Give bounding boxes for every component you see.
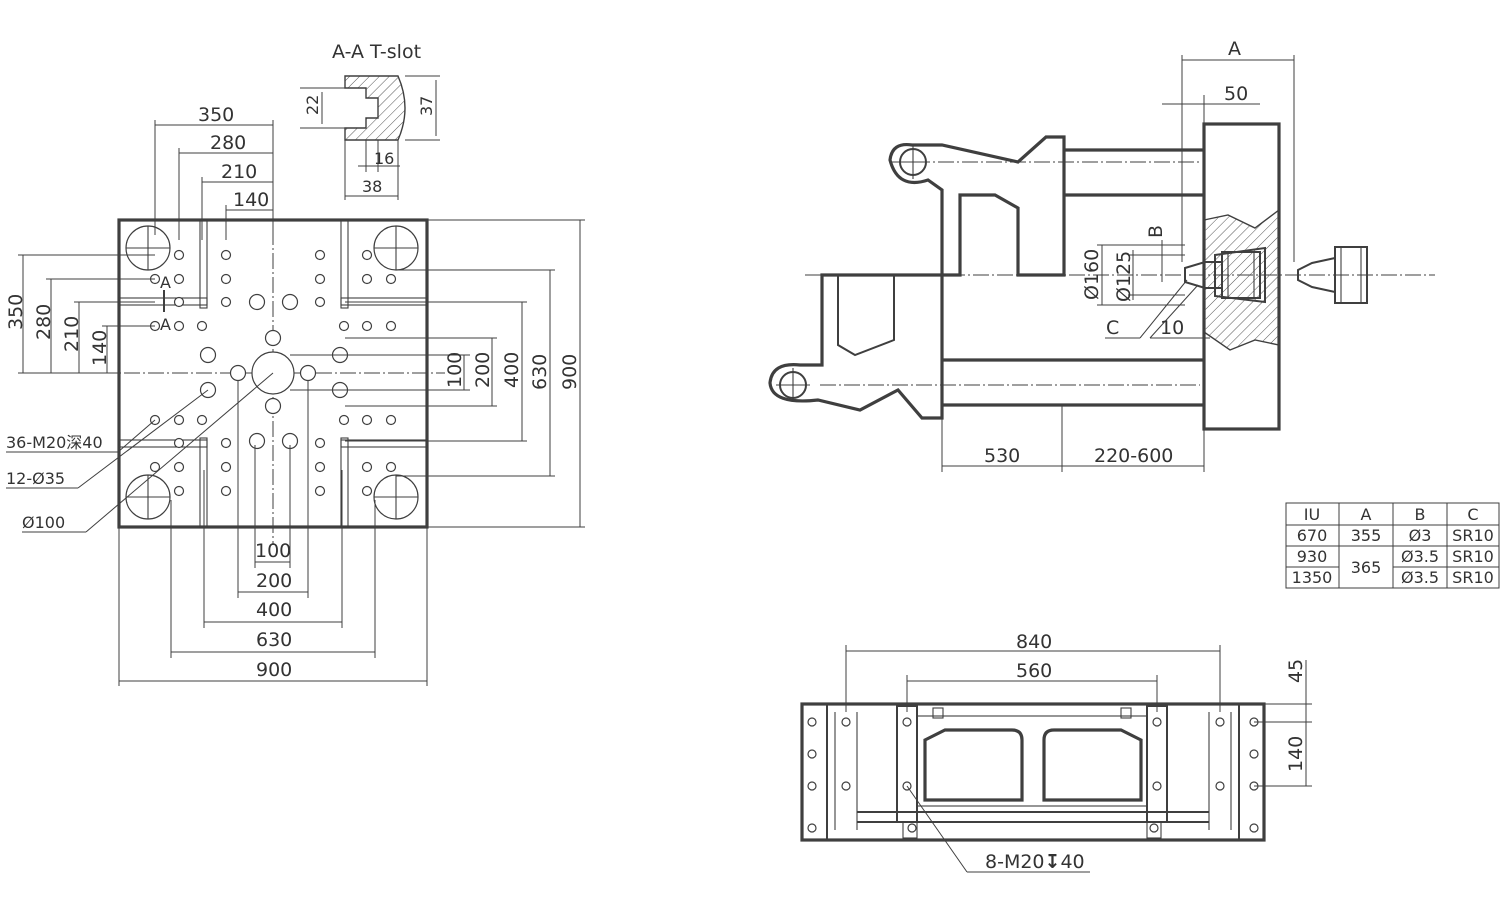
dim-right-100: 100 [444,352,466,388]
table-cell: SR10 [1452,568,1494,587]
callout-tapped-holes: 36-M20深40 [6,433,103,452]
table-header: IU [1304,505,1320,524]
side-dim-50: 50 [1224,83,1248,105]
dim-left-210: 210 [61,316,83,352]
dim-top-350: 350 [198,104,234,126]
tslot-dim-22: 22 [303,95,322,115]
section-mark-a: A [160,273,171,292]
table-cell: Ø3 [1409,526,1432,545]
base-window [923,728,1024,802]
depth-symbol-icon: ↧ [1045,851,1061,873]
tslot-dim-16: 16 [374,149,394,168]
tslot [199,219,208,309]
side-label-10: 10 [1160,317,1184,339]
dim-bottom-100: 100 [255,540,291,562]
table-cell: 1350 [1292,568,1333,587]
tslot [118,439,208,448]
base-dim-560: 560 [1016,660,1052,682]
callout-35-holes: 12-Ø35 [6,469,65,488]
platen-front-view: A A 350 280 210 140 350 280 210 140 [5,104,585,686]
dim-right-630: 630 [529,354,551,390]
table-cell: 365 [1351,558,1382,577]
table-cell: 930 [1297,547,1328,566]
lower-toggle-link [768,273,944,420]
side-dim-125: Ø125 [1113,251,1135,302]
upper-toggle-link [888,135,1066,277]
dim-bottom-630: 630 [256,629,292,651]
side-dim-220-600: 220-600 [1094,445,1173,467]
dim-bottom-200: 200 [256,570,292,592]
base-dim-45: 45 [1285,659,1307,683]
dim-top-280: 280 [210,132,246,154]
table-cell: 670 [1297,526,1328,545]
table-cell: 355 [1351,526,1382,545]
base-dim-840: 840 [1016,631,1052,653]
side-label-c: C [1106,317,1119,339]
tslot-profile [344,75,406,141]
dim-left-280: 280 [33,304,55,340]
side-view: A 50 Ø160 Ø125 B C 10 530 220-600 [768,38,1435,472]
section-mark-a: A [160,315,171,334]
tslot-dim-37: 37 [417,96,436,116]
tslot-dim-38: 38 [362,177,382,196]
tslot [340,219,349,309]
base-frame [800,702,1266,842]
base-view: 840 560 45 140 8-M20↧40 [800,631,1312,873]
side-dim-a: A [1228,38,1241,60]
dim-right-200: 200 [472,352,494,388]
tslot [340,437,349,528]
table-cell: Ø3.5 [1401,547,1439,566]
side-dim-b: B [1145,225,1167,238]
table-cell: SR10 [1452,547,1494,566]
dim-bottom-400: 400 [256,599,292,621]
dim-top-140: 140 [233,189,269,211]
dim-bottom-900: 900 [256,659,292,681]
section-title: A-A T-slot [332,41,421,63]
side-dim-160: Ø160 [1081,249,1103,300]
table-header: A [1361,505,1372,524]
table-cell: Ø3.5 [1401,568,1439,587]
base-callout-depth: 40 [1060,851,1084,873]
spec-table: IU A B C 670 930 1350 355 365 Ø3 Ø3.5 Ø3… [1285,502,1500,589]
side-dim-530: 530 [984,445,1020,467]
tslot-section: A-A T-slot 22 37 16 38 [300,41,440,200]
base-callout: 8-M20↧40 [985,851,1085,873]
dim-top-210: 210 [221,161,257,183]
dim-right-900: 900 [559,354,581,390]
base-callout-spec: 8-M20 [985,851,1045,873]
dim-left-350: 350 [5,294,27,330]
dim-right-400: 400 [501,352,523,388]
table-cell: SR10 [1452,526,1494,545]
base-window [1042,728,1143,802]
table-header: B [1415,505,1426,524]
base-dim-140: 140 [1285,736,1307,772]
dim-left-140: 140 [89,330,111,366]
callout-center-hole: Ø100 [22,513,65,532]
tslot [340,439,428,448]
table-header: C [1467,505,1478,524]
